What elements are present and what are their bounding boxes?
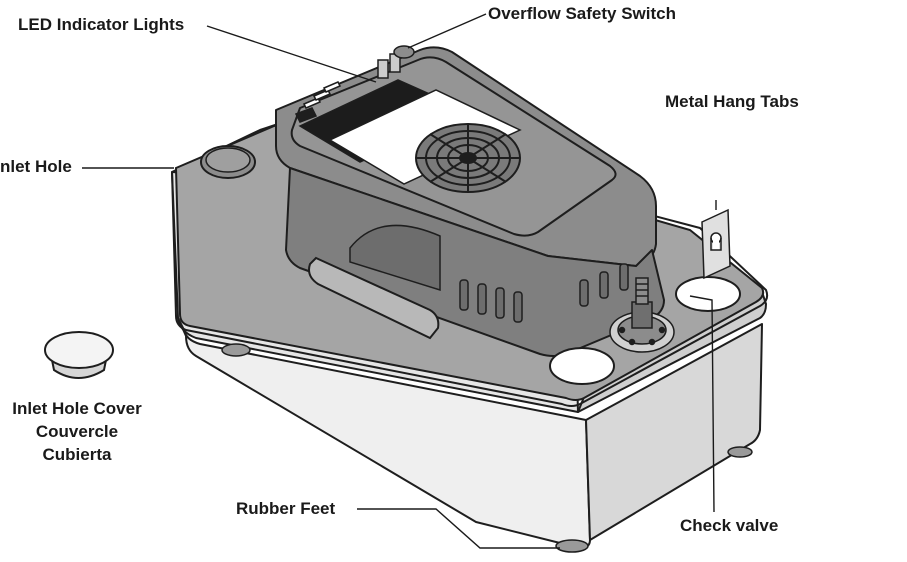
- fan-grille: [415, 123, 521, 193]
- label-led-indicator-lights: LED Indicator Lights: [18, 15, 185, 34]
- housing-handle: [308, 256, 440, 340]
- label-inlet-hole-cover-fr: Couvercle: [35, 422, 119, 441]
- label-inlet-hole: nlet Hole: [0, 157, 72, 176]
- inlet-hole-right: [675, 276, 741, 312]
- metal-hang-tab: [701, 208, 731, 280]
- label-rubber-feet: Rubber Feet: [236, 499, 336, 518]
- label-inlet-hole-cover-es: Cubierta: [42, 445, 112, 464]
- label-inlet-hole-cover: Inlet Hole Cover Couvercle Cubierta: [0, 399, 154, 465]
- inlet-hole-front: [549, 347, 615, 385]
- label-overflow-safety-switch: Overflow Safety Switch: [488, 4, 676, 23]
- inlet-hole-cover-part: [44, 331, 114, 379]
- leader-line-check-valve: [689, 295, 715, 513]
- check-valve-outlet: [609, 277, 675, 353]
- label-inlet-hole-cover-en: Inlet Hole Cover: [12, 399, 142, 418]
- label-metal-hang-tabs: Metal Hang Tabs: [665, 92, 799, 111]
- white-label-plate: [328, 89, 522, 185]
- overflow-safety-switch: [377, 45, 415, 79]
- leader-line-led: [206, 25, 377, 83]
- rubber-feet: [221, 343, 753, 553]
- side-vents: [349, 224, 629, 323]
- leader-line-rubber-feet: [357, 508, 560, 549]
- inlet-hole-left: [200, 145, 256, 179]
- leader-line-overflow: [407, 13, 487, 49]
- led-indicator-slots: [294, 81, 342, 123]
- label-check-valve: Check valve: [680, 516, 779, 535]
